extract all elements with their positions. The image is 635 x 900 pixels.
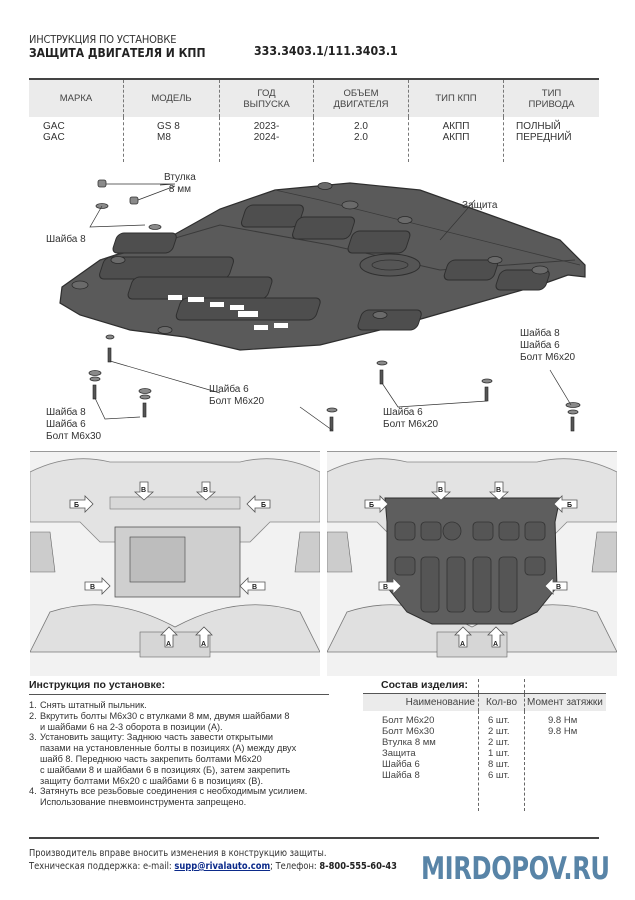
bolt-7 <box>570 416 575 432</box>
callout-left-bottom-fasteners: Шайба 8 Шайба 6 Болт М6х30 <box>46 407 102 442</box>
names-column: Болт М6х20 Болт М6х30 Втулка 8 мм Защита… <box>382 715 436 781</box>
svg-text:В: В <box>496 487 501 494</box>
callout-mid-left-fasteners: Шайба 6 Болт М6х20 <box>209 384 265 407</box>
arrow-a-2 <box>195 626 213 648</box>
callout-bushing: Втулка 8 мм <box>164 172 196 195</box>
composition-body: Болт М6х20 Болт М6х30 Втулка 8 мм Защита… <box>363 711 606 811</box>
guard-illustration <box>59 179 586 432</box>
torque-column: 9.8 Нм 9.8 Нм <box>524 711 606 811</box>
svg-text:Б: Б <box>369 502 374 509</box>
composition-table: Наименование Кол-во Момент затяжки Болт … <box>363 679 606 811</box>
arrow-v-4 <box>239 577 266 595</box>
document-subtitle: ИНСТРУКЦИЯ ПО УСТАНОВКЕ <box>29 33 177 46</box>
callout-washer8: Шайба 8 <box>46 234 86 245</box>
underside-after-image: В В Б Б В В А А <box>327 451 617 676</box>
arrow-v-1 <box>133 481 155 501</box>
header-qty: Кол-во <box>478 694 524 711</box>
label-v-1: В <box>141 487 146 494</box>
support-phone: 8-800-555-60-43 <box>319 861 397 872</box>
label-v-4: В <box>252 584 257 591</box>
label-b-1: Б <box>74 502 79 509</box>
manufacturer-note: Производитель вправе вносить изменения в… <box>29 848 327 859</box>
svg-text:В: В <box>556 584 561 591</box>
instruction-step: 2. Вкрутить болты М6х30 с втулками 8 мм,… <box>29 710 290 732</box>
bushing-2 <box>129 196 139 205</box>
bushing-1 <box>97 179 107 188</box>
callout-rear-right-fasteners: Шайба 8 Шайба 6 Болт М6х20 <box>520 328 576 363</box>
instruction-step: 4. Затянуть все резьбовые соединения с н… <box>29 786 308 808</box>
bolt-1 <box>107 347 112 363</box>
exploded-diagram: Втулка 8 мм Шайба 8 Защита Шайба 8 Шайба… <box>20 165 620 455</box>
header-transmission: ТИП КПП <box>409 80 504 117</box>
svg-text:В: В <box>383 584 388 591</box>
composition-header: Наименование Кол-во Момент затяжки <box>363 693 606 711</box>
header-torque: Момент затяжки <box>524 694 606 711</box>
bolt-6 <box>484 386 489 402</box>
callout-center-bottom-fasteners: Шайба 6 Болт М6х20 <box>383 407 439 430</box>
instruction-step: 3. Установить защиту: Заднюю часть завес… <box>29 732 297 786</box>
arrow-b-1 <box>69 495 94 513</box>
svg-text:В: В <box>438 487 443 494</box>
bolt-4 <box>329 416 334 432</box>
arrow-b-2 <box>246 495 271 513</box>
instructions-divider <box>29 694 329 695</box>
callout-guard: Защита <box>462 200 498 211</box>
header-model: МОДЕЛЬ <box>124 80 220 117</box>
instructions-list: 1. Снять штатный пыльник. 2. Вкрутить бо… <box>29 700 339 808</box>
underside-before-image: В В Б Б В В А А <box>30 451 320 676</box>
bolt-5 <box>379 369 384 385</box>
label-a-2: А <box>201 641 206 648</box>
svg-text:А: А <box>460 641 465 648</box>
svg-text:Б: Б <box>567 502 572 509</box>
instruction-step: 1. Снять штатный пыльник. <box>29 700 147 710</box>
header-name: Наименование <box>405 697 475 708</box>
label-b-2: Б <box>261 502 266 509</box>
label-v-3: В <box>90 584 95 591</box>
composition-title: Состав изделия: <box>381 679 468 691</box>
qty-column: 6 шт. 2 шт. 2 шт. 1 шт. 8 шт. 6 шт. <box>478 711 524 811</box>
arrow-v-3 <box>84 577 111 595</box>
support-info: Техническая поддержка: e-mail: supp@riva… <box>29 861 397 872</box>
product-code: 333.3403.1/111.3403.1 <box>254 44 398 58</box>
instructions-title: Инструкция по установке: <box>29 679 166 691</box>
footer-divider <box>29 837 599 839</box>
washer-2 <box>148 224 162 230</box>
svg-text:А: А <box>493 641 498 648</box>
document-title: ЗАЩИТА ДВИГАТЕЛЯ И КПП <box>29 46 206 60</box>
label-a-1: А <box>166 641 171 648</box>
arrow-a-1 <box>160 626 178 648</box>
washer-3 <box>105 334 115 340</box>
support-email-link[interactable]: supp@rivalauto.com <box>174 861 271 872</box>
label-v-2: В <box>203 487 208 494</box>
arrow-v-2 <box>195 481 217 501</box>
bolt-2 <box>92 384 97 400</box>
watermark: MIRDOPOV.RU <box>421 851 610 887</box>
bolt-3 <box>142 402 147 418</box>
cell-year: 2023-2024- <box>220 117 314 162</box>
header-make: МАРКА <box>29 80 124 117</box>
